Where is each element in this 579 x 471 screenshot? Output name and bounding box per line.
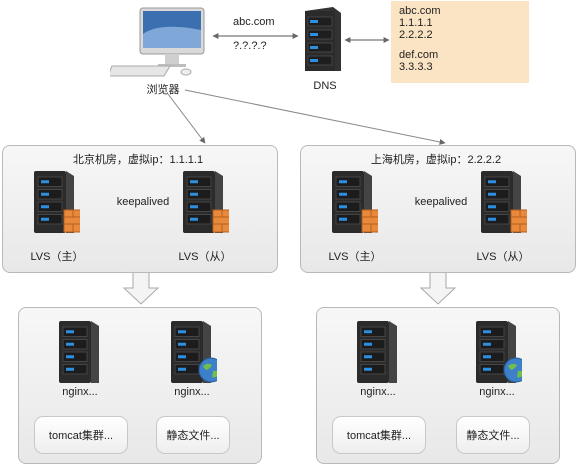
nginx-server-icon bbox=[59, 318, 105, 389]
flow-down-arrow-1 bbox=[122, 269, 160, 305]
nginx-label: nginx... bbox=[62, 386, 98, 398]
request-ip: ?.?.?.? bbox=[233, 40, 267, 52]
lvs-master-server-icon bbox=[34, 168, 91, 239]
datacenter-title: 上海机房，虚拟ip：2.2.2.2 bbox=[370, 154, 502, 166]
tomcat-cluster-node: tomcat集群... bbox=[34, 416, 128, 454]
datacenter-title: 北京机房，虚拟ip：1.1.1.1 bbox=[72, 154, 204, 166]
static-files-node: 静态文件... bbox=[456, 416, 530, 454]
dns-record-domain: def.com bbox=[399, 49, 439, 61]
browser-computer-icon bbox=[107, 4, 210, 80]
lvs-slave-label: LVS（从） bbox=[476, 251, 530, 263]
dns-records-note: abc.com 1.1.1.1 2.2.2.2 def.com 3.3.3.3 bbox=[391, 1, 529, 83]
lvs-slave-server-icon bbox=[183, 168, 240, 239]
keepalived-label: keepalived bbox=[412, 196, 470, 208]
nginx-label: nginx... bbox=[479, 386, 515, 398]
dns-record-ip: 1.1.1.1 bbox=[399, 17, 433, 29]
browser-shanghai-connector bbox=[184, 89, 446, 145]
lvs-master-label: LVS（主） bbox=[328, 251, 382, 263]
flow-down-arrow-2 bbox=[419, 269, 457, 305]
dns-record-ip: 2.2.2.2 bbox=[399, 29, 433, 41]
keepalived-label: keepalived bbox=[114, 196, 172, 208]
browser-beijing-connector bbox=[167, 93, 206, 144]
nginx-server-icon bbox=[357, 318, 403, 389]
dns-record-ip: 3.3.3.3 bbox=[399, 61, 433, 73]
nginx-label: nginx... bbox=[174, 386, 210, 398]
lvs-slave-label: LVS（从） bbox=[178, 251, 232, 263]
dns-label: DNS bbox=[313, 80, 337, 92]
dns-record-domain: abc.com bbox=[399, 5, 441, 17]
nginx-server-globe-icon bbox=[171, 318, 224, 389]
dns-server-icon bbox=[303, 5, 343, 73]
lvs-master-server-icon bbox=[332, 168, 389, 239]
lvs-master-label: LVS（主） bbox=[30, 251, 84, 263]
static-files-node: 静态文件... bbox=[156, 416, 230, 454]
request-domain: abc.com bbox=[233, 16, 275, 28]
nginx-server-globe-icon bbox=[476, 318, 529, 389]
tomcat-cluster-node: tomcat集群... bbox=[332, 416, 426, 454]
lvs-slave-server-icon bbox=[481, 168, 538, 239]
browser-label: 浏览器 bbox=[146, 84, 180, 96]
nginx-label: nginx... bbox=[360, 386, 396, 398]
